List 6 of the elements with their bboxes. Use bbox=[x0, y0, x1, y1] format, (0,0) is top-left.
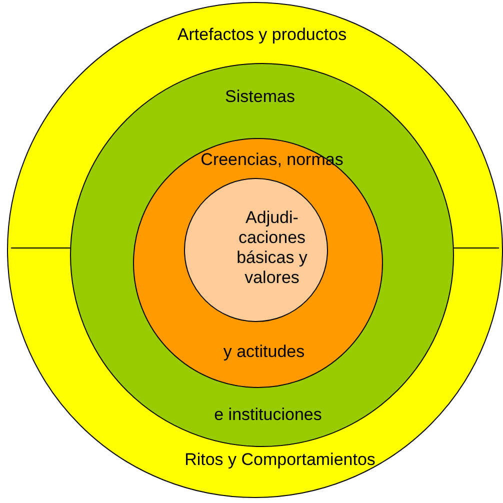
ring-label: Artefactos y productos bbox=[177, 25, 347, 45]
center-label: Adjudi- caciones básicas y valores bbox=[236, 208, 308, 288]
ring-label: Sistemas bbox=[225, 87, 295, 107]
ring-label: e instituciones bbox=[214, 405, 322, 425]
ring-label: y actitudes bbox=[223, 342, 305, 362]
ring-label: Ritos y Comportamientos bbox=[184, 450, 376, 470]
